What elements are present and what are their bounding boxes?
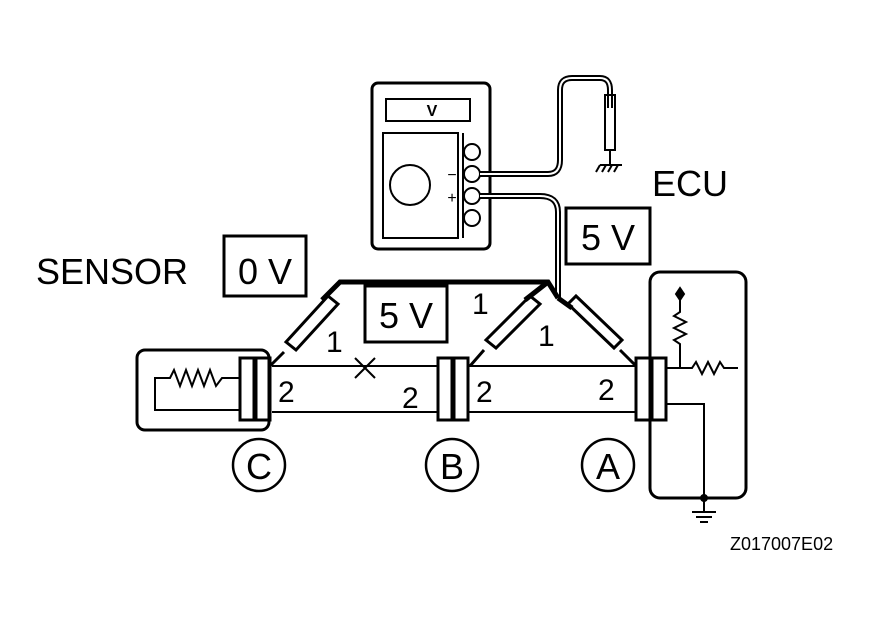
connector-c-label: C — [246, 446, 272, 487]
sensor-label: SENSOR — [36, 251, 188, 292]
pin-b-left-2: 2 — [402, 382, 419, 415]
connector-a-circle — [580, 437, 636, 493]
mid-voltage: 5 V — [379, 295, 433, 336]
pin-b-right-2: 2 — [476, 376, 493, 409]
ecu-box — [648, 270, 748, 523]
meter-unit-label: V — [427, 103, 438, 120]
meter-plus-label: + — [447, 190, 456, 207]
pin-c-2: 2 — [278, 376, 295, 409]
pin-a-2: 2 — [598, 374, 615, 407]
meter-terminal-plus-icon — [463, 187, 481, 205]
figure-code: Z017007E02 — [730, 534, 833, 554]
ecu-label: ECU — [652, 163, 728, 204]
connector-b-body — [436, 356, 470, 422]
wire-harness — [272, 357, 636, 413]
connector-a-label: A — [596, 446, 620, 487]
sensor-voltage: 0 V — [238, 251, 292, 292]
meter-dial-icon — [389, 164, 431, 206]
connector-c-body — [238, 356, 272, 422]
meter-terminal-icon — [463, 143, 481, 161]
probe-c — [268, 293, 341, 368]
pin-b-1: 1 — [472, 288, 489, 321]
sensor-voltage-box — [222, 234, 308, 298]
ecu-voltage: 5 V — [581, 217, 635, 258]
connector-b-label: B — [440, 446, 464, 487]
meter-minus-label: − — [447, 167, 456, 184]
connector-b-circle — [424, 437, 480, 493]
ground-probe — [595, 94, 622, 173]
connector-a-body — [634, 356, 668, 422]
pin-c-1: 1 — [326, 326, 343, 359]
connector-c-circle — [231, 437, 287, 493]
probe-b — [468, 293, 543, 367]
mid-voltage-box — [363, 284, 449, 344]
meter-terminal-icon — [463, 209, 481, 227]
pin-a-1: 1 — [538, 320, 555, 353]
meter-lead-negative — [480, 75, 613, 177]
meter-terminal-minus-icon — [463, 165, 481, 183]
probe-a — [565, 293, 638, 368]
sensor-box — [135, 348, 271, 432]
ecu-voltage-box — [564, 206, 652, 266]
voltmeter — [370, 81, 492, 251]
